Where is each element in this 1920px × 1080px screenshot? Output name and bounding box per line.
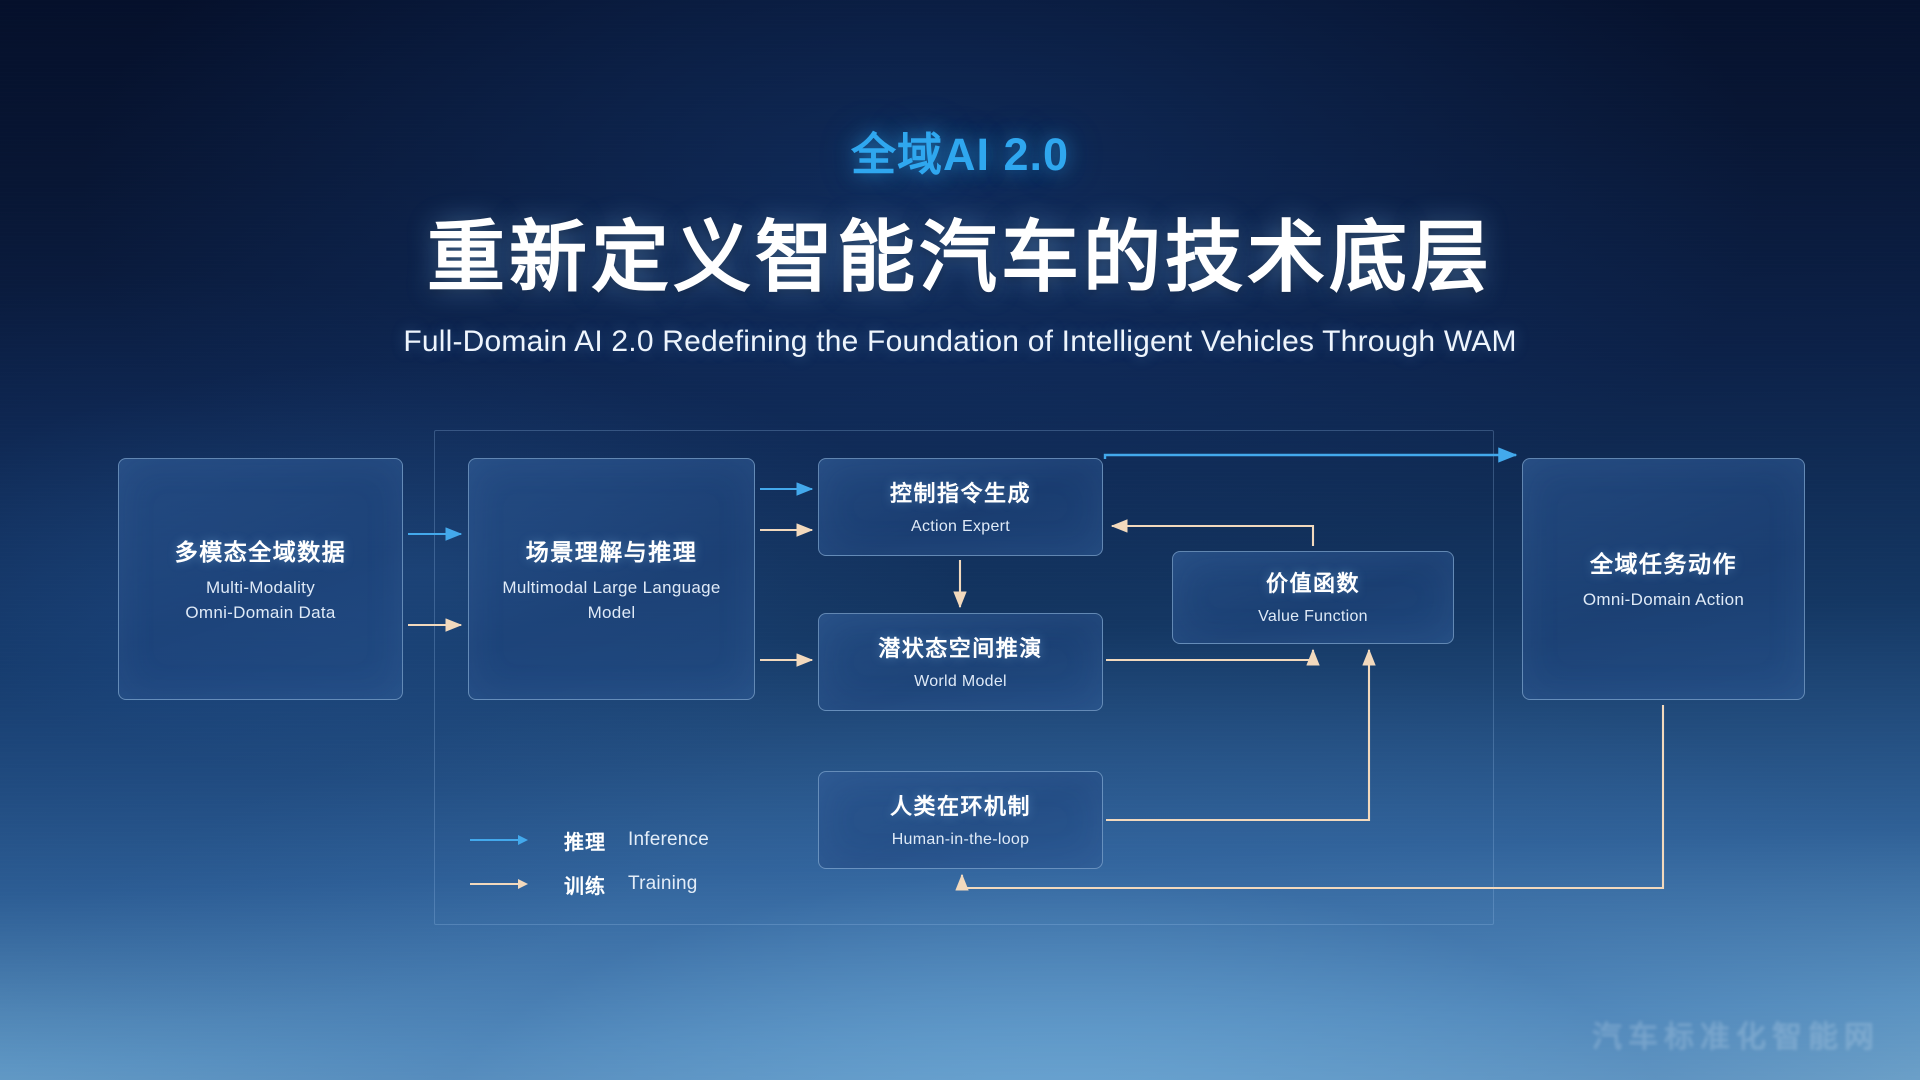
node-title-cn: 控制指令生成 [889,480,1031,506]
node-multi-modality-data[interactable]: 多模态全域数据 Multi-Modality Omni-Domain Data [118,458,403,700]
node-title-en: Multi-Modality Omni-Domain Data [185,576,335,625]
node-title-cn: 价值函数 [1265,571,1360,597]
arrow-action-to-omni-inference [1103,447,1518,463]
node-title-cn: 人类在环机制 [889,793,1031,819]
node-title-en: Value Function [1258,608,1368,626]
node-title-en: World Model [914,672,1007,690]
legend-label-en: Training [628,873,698,894]
node-title-cn: 全域任务动作 [1590,551,1737,578]
node-world-model[interactable]: 潜状态空间推演 World Model [818,613,1103,711]
legend-label-en: Inference [628,829,710,850]
diagram-group-frame [434,430,1494,925]
legend-label-cn: 推理 [564,831,606,854]
arrow-value-to-action-training [1110,519,1315,546]
page-subtitle: Full-Domain AI 2.0 Redefining the Founda… [403,325,1517,358]
node-en-line-1: Multi-Modality [205,577,316,597]
legend-item-training: 训练 Training [470,862,709,906]
page-title: 重新定义智能汽车的技术底层 [426,213,1493,301]
node-omni-domain-action[interactable]: 全域任务动作 Omni-Domain Action [1522,458,1805,700]
node-title-en: Multimodal Large Language Model [502,577,721,622]
node-value-function[interactable]: 价值函数 Value Function [1172,551,1454,644]
node-title-en: Human-in-the-loop [891,830,1030,848]
node-en-line-2: Omni-Domain Data [185,602,336,622]
legend-item-inference: 推理 Inference [470,818,709,862]
node-title-cn: 场景理解与推理 [525,538,698,565]
arrow-omni-to-human-training [955,705,1665,891]
node-action-expert[interactable]: 控制指令生成 Action Expert [818,458,1103,556]
diagram-legend: 推理 Inference 训练 Training [470,818,709,906]
node-title-cn: 潜状态空间推演 [878,635,1043,661]
node-title-en: Action Expert [910,517,1011,535]
arrow-right-icon [470,834,528,845]
arrow-human-to-value-training [1106,648,1376,822]
slide-header: 全域AI 2.0 重新定义智能汽车的技术底层 Full-Domain AI 2.… [0,118,1920,359]
node-title-cn: 多模态全域数据 [174,538,347,565]
eyebrow-title: 全域AI 2.0 [850,129,1070,180]
node-multimodal-llm[interactable]: 场景理解与推理 Multimodal Large Language Model [468,458,755,700]
node-human-in-the-loop[interactable]: 人类在环机制 Human-in-the-loop [818,771,1103,869]
watermark: 汽车标准化智能网 [1592,1021,1880,1054]
node-title-en: Omni-Domain Action [1582,590,1745,610]
arrow-right-icon [470,878,528,889]
arrow-world-to-value-training [1106,648,1320,666]
legend-label-cn: 训练 [564,875,606,898]
